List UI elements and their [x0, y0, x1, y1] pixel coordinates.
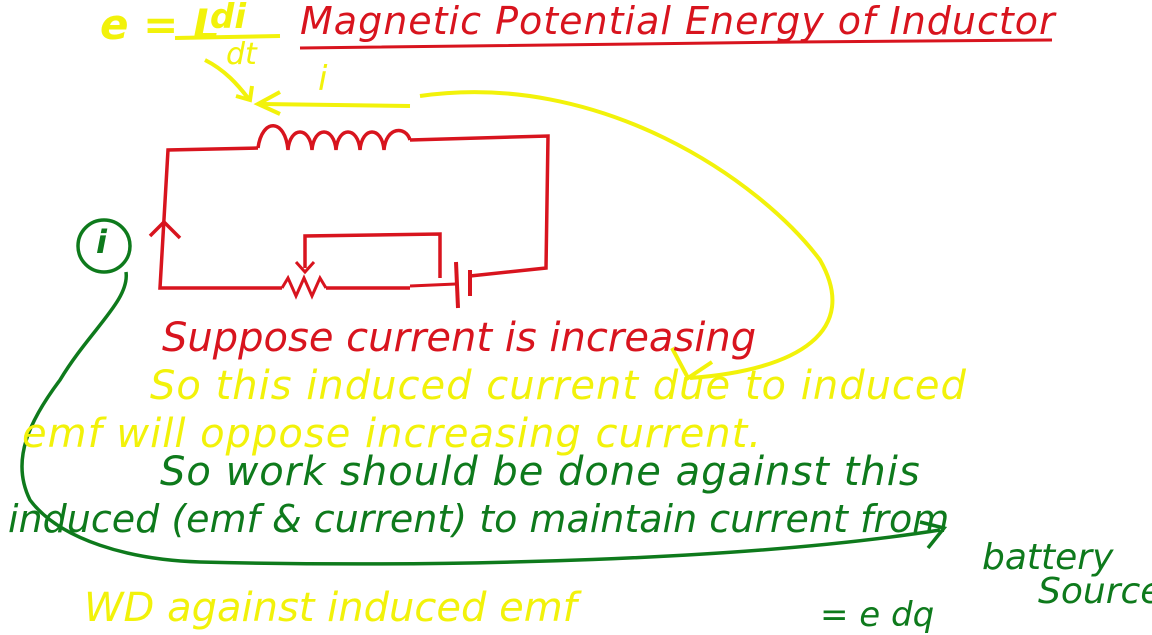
- current-circle: [76, 218, 132, 274]
- note-line-4: So work should be done against this: [160, 449, 921, 495]
- formula-current-symbol: i: [318, 59, 328, 99]
- note-line-5: induced (emf & current) to maintain curr…: [8, 497, 950, 541]
- inductor-coil: [256, 124, 412, 151]
- circuit-current-label: i: [96, 223, 107, 261]
- rheostat-slider-arrow: [294, 260, 316, 275]
- note-line-7: WD against induced emf: [84, 585, 577, 631]
- note-line-7-tail: = e dq: [820, 595, 935, 635]
- formula-lhs: e = L: [100, 0, 220, 49]
- note-line-6a: battery: [982, 537, 1114, 578]
- circuit-wire-left-top: [158, 146, 282, 290]
- induced-current-arrow-head: [253, 90, 281, 116]
- formula-fraction-bar: [174, 34, 281, 40]
- battery-cell-long: [454, 261, 460, 309]
- circuit-current-arrow: [148, 219, 182, 240]
- formula-arrow-head: [235, 85, 254, 103]
- circuit-wire-right: [409, 134, 550, 278]
- note-line-1: Suppose current is increasing: [162, 315, 757, 361]
- note-line-3: emf will oppose increasing current.: [22, 411, 763, 457]
- formula-denominator: dt: [226, 37, 257, 72]
- rheostat-slider: [303, 232, 442, 278]
- formula-arrow: [204, 58, 250, 100]
- note-line-2: So this induced current due to induced: [150, 363, 967, 409]
- green-link-arrow-head: [919, 520, 948, 550]
- battery-lead: [409, 282, 457, 288]
- title-underline: [299, 38, 1053, 50]
- induced-current-arrow: [261, 102, 411, 108]
- page-title: Magnetic Potential Energy of Inductor: [300, 0, 1056, 43]
- note-line-6b: Source: [1038, 571, 1152, 612]
- formula-numerator: di: [210, 0, 246, 37]
- rheostat-resistor: [280, 274, 328, 300]
- induced-link-curve: [419, 90, 835, 380]
- green-link-curve: [20, 271, 941, 566]
- induced-link-arrow-head: [670, 347, 714, 381]
